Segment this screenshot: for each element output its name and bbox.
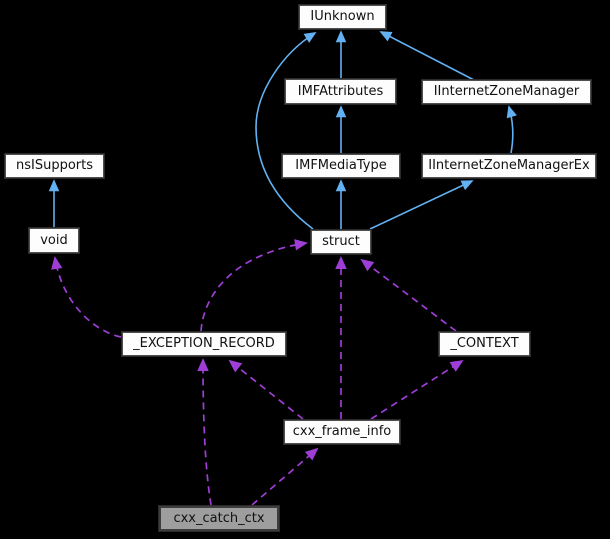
node-imfmediatype[interactable]: IMFMediaType bbox=[281, 153, 401, 179]
node-nsisupports-label: nsISupports bbox=[15, 158, 93, 173]
node-cxx-catch-ctx-label: cxx_catch_ctx bbox=[173, 510, 265, 526]
edge-cxx-catch-ctx-to-exception-record bbox=[197, 358, 212, 506]
node-void[interactable]: void bbox=[28, 227, 80, 254]
edge-cxx-catch-ctx-to-cxx-frame-info bbox=[251, 447, 319, 506]
node-cxx-frame-info-label: cxx_frame_info bbox=[292, 424, 392, 439]
edge-struct-to-iunknown bbox=[255, 32, 317, 230]
node-exception-record[interactable]: _EXCEPTION_RECORD bbox=[121, 331, 287, 357]
node-iinternetzonemanagerex-label: IInternetZoneManagerEx bbox=[428, 158, 590, 173]
node-imfmediatype-label: IMFMediaType bbox=[295, 158, 387, 173]
edge-cxx-frame-info-to-context bbox=[370, 359, 464, 420]
edge-iinternetzonemanager-to-iunknown bbox=[379, 31, 475, 81]
node-struct-label: struct bbox=[322, 234, 360, 249]
node-iinternetzonemanager-label: IInternetZoneManager bbox=[433, 84, 580, 99]
edge-iinternetzonemanagerex-to-iinternetzonemanager bbox=[506, 105, 517, 154]
node-cxx-catch-ctx[interactable]: cxx_catch_ctx bbox=[158, 505, 280, 532]
node-imfattributes[interactable]: IMFAttributes bbox=[284, 78, 397, 105]
edge-struct-to-iinternetzonemanagerex bbox=[369, 180, 474, 230]
edge-exception-record-to-void bbox=[51, 256, 122, 338]
node-exception-record-label: _EXCEPTION_RECORD bbox=[133, 336, 275, 351]
node-cxx-frame-info[interactable]: cxx_frame_info bbox=[283, 419, 401, 445]
edge-exception-record-to-struct bbox=[200, 239, 308, 332]
node-iunknown-label: IUnknown bbox=[310, 9, 375, 24]
edge-context-to-struct bbox=[360, 258, 457, 332]
node-context[interactable]: _CONTEXT bbox=[438, 331, 531, 357]
node-void-label: void bbox=[40, 232, 68, 248]
node-iinternetzonemanagerex[interactable]: IInternetZoneManagerEx bbox=[421, 153, 597, 179]
node-iinternetzonemanager[interactable]: IInternetZoneManager bbox=[421, 79, 592, 105]
node-imfattributes-label: IMFAttributes bbox=[297, 83, 384, 99]
node-context-label: _CONTEXT bbox=[450, 336, 519, 351]
node-struct[interactable]: struct bbox=[310, 229, 372, 255]
node-nsisupports[interactable]: nsISupports bbox=[4, 153, 105, 179]
edge-cxx-frame-info-to-exception-record bbox=[228, 359, 304, 420]
node-iunknown[interactable]: IUnknown bbox=[298, 4, 387, 30]
